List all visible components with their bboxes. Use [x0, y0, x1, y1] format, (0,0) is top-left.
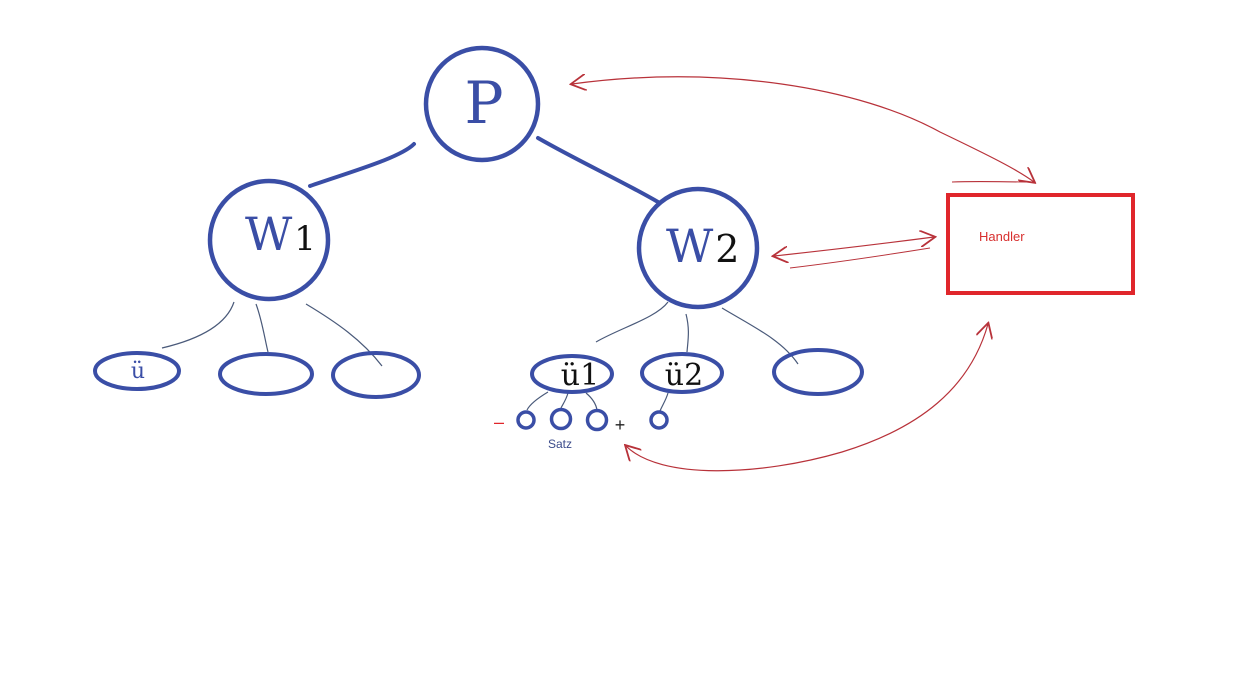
edge-w1-child1 — [161, 301, 235, 349]
arrow-root-handler — [572, 77, 1034, 182]
w2-child3-node — [772, 348, 864, 396]
w1-child3-node — [331, 351, 421, 399]
root-node — [423, 45, 541, 163]
w1-node — [207, 178, 331, 302]
edge-w1-child2 — [255, 303, 269, 353]
edge-u1-satz2 — [560, 392, 569, 409]
root-node-label: P — [464, 69, 503, 137]
edge-w2-child2 — [685, 313, 689, 353]
satz-circle-1 — [516, 410, 536, 430]
w1-label-sub: 1 — [294, 219, 316, 259]
edge-u1-satz1 — [526, 391, 549, 411]
w2-label-main: W — [666, 219, 714, 273]
w2-child1-label: ü1 — [561, 358, 599, 393]
arrow-w2-handler — [774, 237, 934, 256]
satz-label: Satz — [548, 437, 572, 451]
w2-node — [636, 186, 760, 310]
satz-circle-4 — [649, 410, 669, 430]
arrow-handler-satz — [626, 324, 988, 472]
handler-label: Handler — [979, 229, 1025, 244]
edge-w1-child3 — [305, 303, 383, 367]
w1-child1-label: ü — [131, 359, 145, 384]
w2-label-sub: 2 — [715, 227, 739, 271]
w2-node-label: W2 — [666, 219, 739, 273]
edge-root-w1 — [308, 142, 416, 188]
w1-label-main: W — [245, 207, 293, 261]
w2-child1-node — [530, 354, 614, 394]
satz-plus: + — [615, 415, 626, 435]
handler-box — [946, 193, 1135, 295]
edge-root-w2 — [536, 136, 660, 204]
w1-child1-node — [93, 351, 181, 391]
satz-minus: – — [494, 412, 504, 432]
arrow-w2-handler-stroke — [789, 247, 931, 269]
w1-child2-node — [218, 352, 314, 396]
edge-w2-child1 — [595, 301, 669, 343]
edge-u1-satz3 — [585, 392, 598, 411]
w1-node-label: W1 — [245, 207, 316, 261]
edge-u2-satz4 — [659, 392, 669, 412]
satz-circle-3 — [585, 408, 609, 432]
w2-child2-label: ü2 — [665, 358, 703, 393]
satz-circle-2 — [549, 407, 573, 431]
